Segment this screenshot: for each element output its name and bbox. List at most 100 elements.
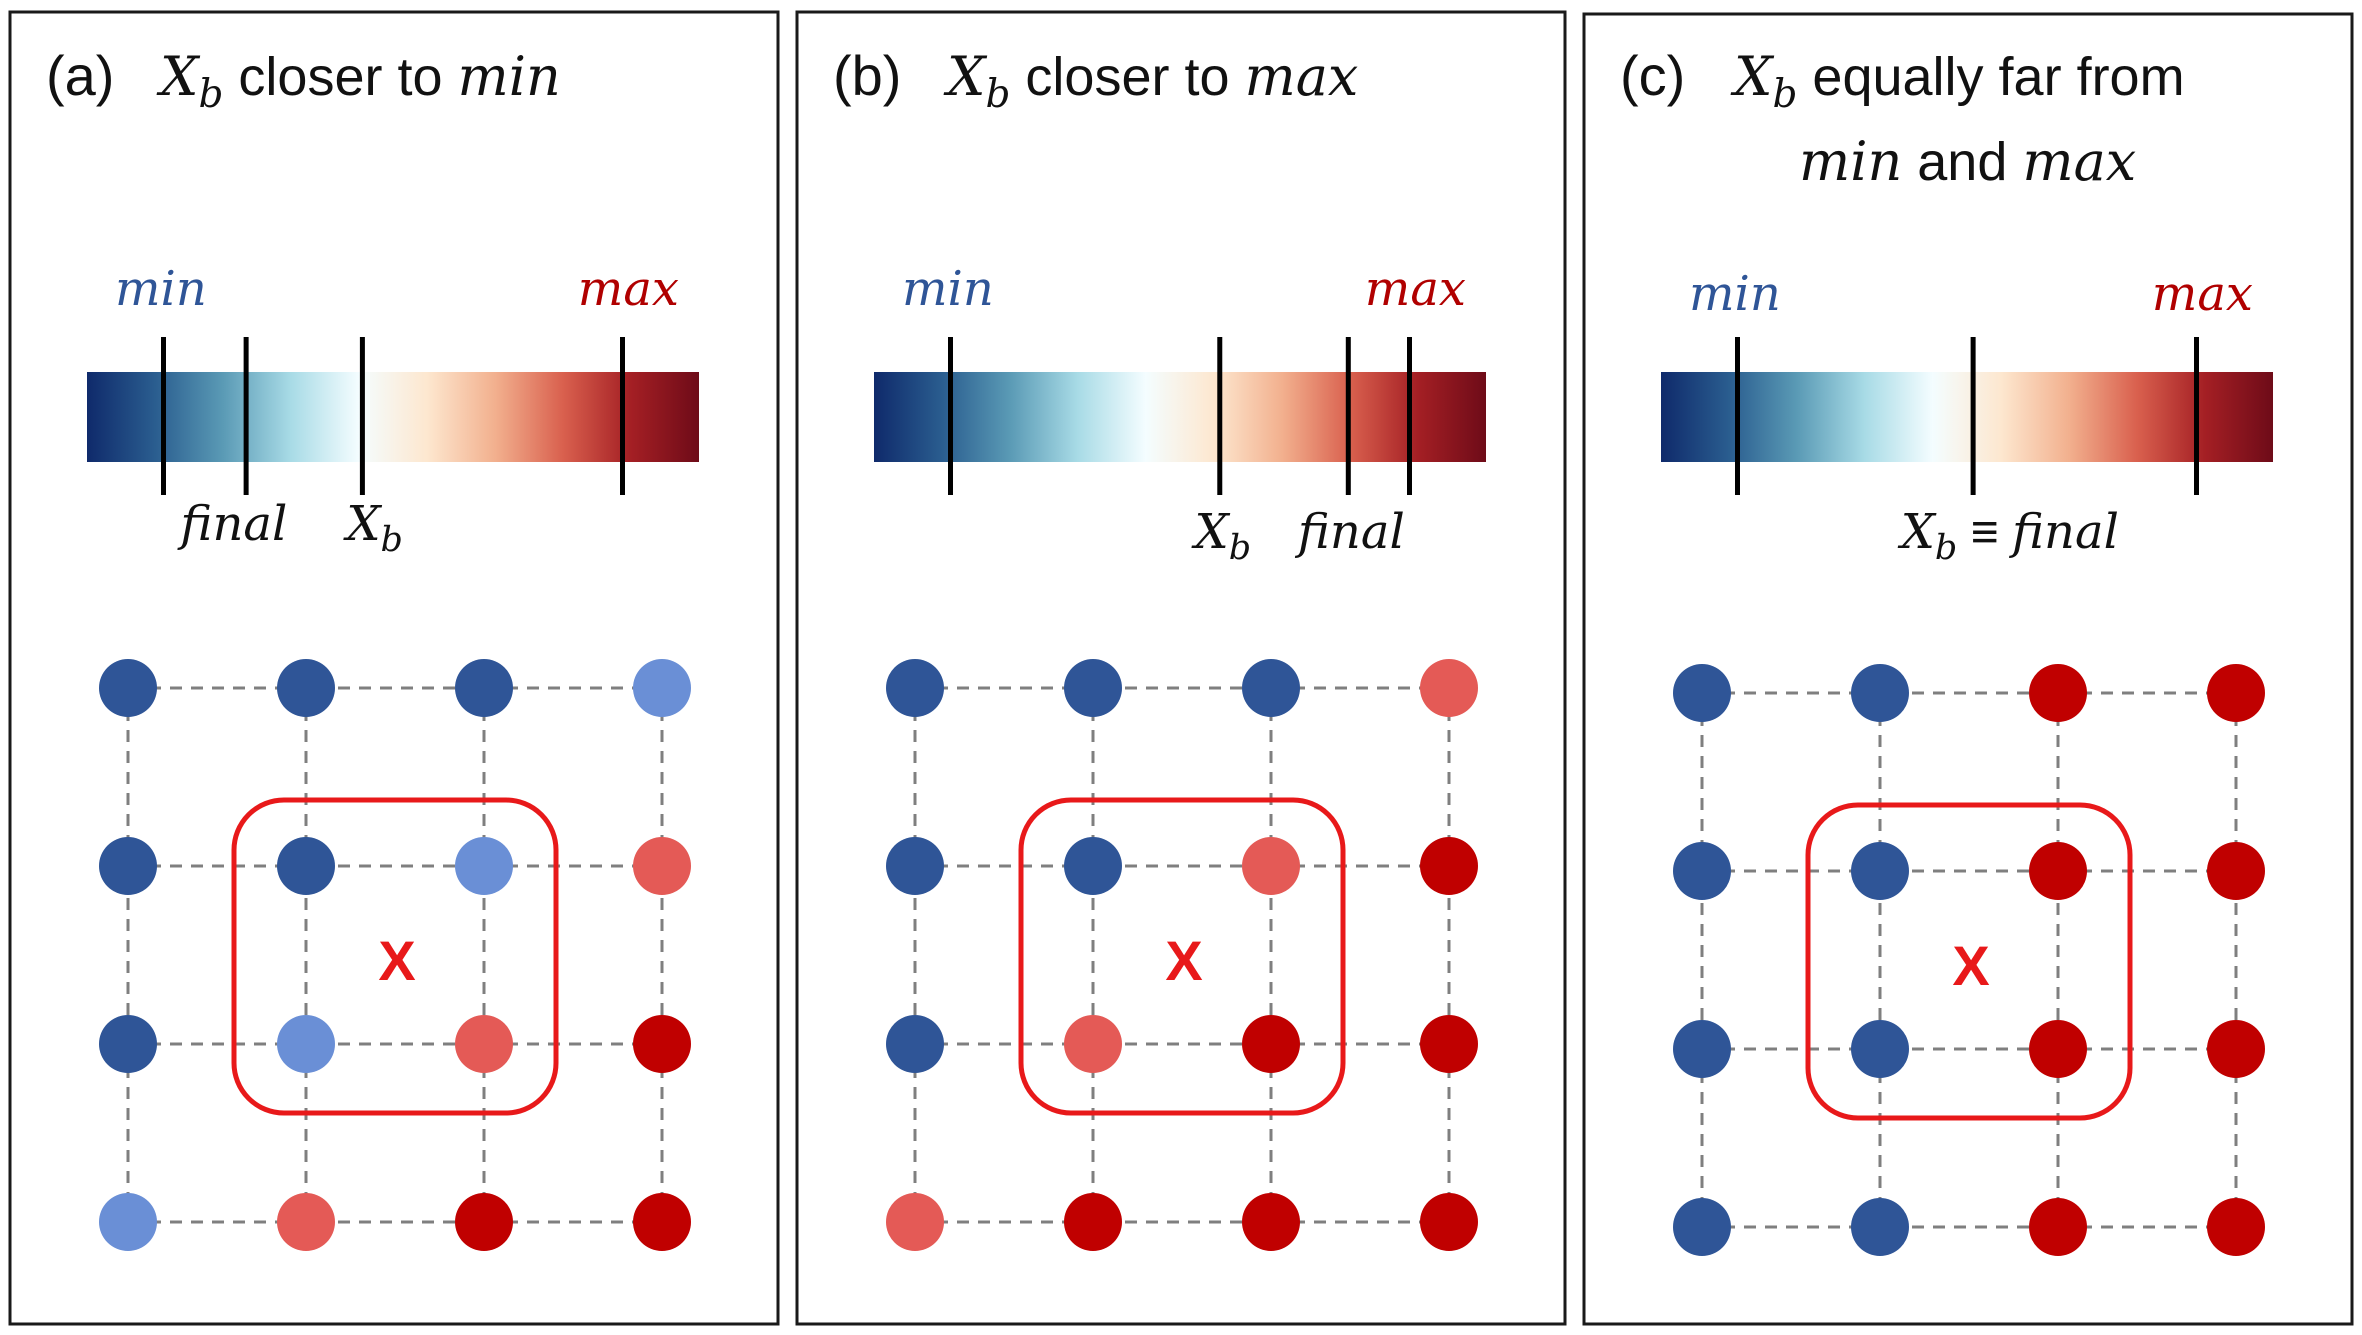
- grid-point-blue-dark: [1851, 664, 1909, 722]
- grid-point-blue-light: [277, 1015, 335, 1073]
- grid-point-blue-dark: [99, 837, 157, 895]
- panel-frame: [8, 10, 780, 1326]
- grid-point-blue-dark: [1851, 842, 1909, 900]
- math-subscript: b: [1229, 528, 1251, 568]
- tick-label: Xb ≡ final: [1897, 504, 2119, 568]
- tick-label: final: [177, 496, 287, 552]
- grid-point-red-dark: [2207, 1020, 2265, 1078]
- grid-point-red-light: [455, 1015, 513, 1073]
- grid-point-red-dark: [2029, 842, 2087, 900]
- max-label: max: [2152, 266, 2253, 322]
- grid-point-blue-dark: [1673, 1198, 1731, 1256]
- grid-point-red-dark: [633, 1015, 691, 1073]
- math-symbol: X: [1730, 45, 1775, 108]
- grid-point-red-dark: [2207, 664, 2265, 722]
- math-subscript: b: [985, 72, 1010, 117]
- grid-point-red-dark: [2029, 664, 2087, 722]
- math-symbol: final: [2009, 504, 2119, 560]
- target-point-marker: X: [1165, 929, 1202, 992]
- selection-box: [231, 797, 559, 1116]
- grid-point-red-dark: [2029, 1020, 2087, 1078]
- point-grid: [886, 659, 1478, 1251]
- math-symbol: min: [458, 45, 561, 108]
- panel-frame: [795, 10, 1567, 1326]
- grid-point-blue-light: [99, 1193, 157, 1251]
- target-point-marker: X: [1952, 934, 1989, 997]
- panel-frame: [1582, 12, 2354, 1326]
- math-subscript: b: [381, 520, 403, 560]
- math-symbol: final: [177, 496, 287, 552]
- grid-point-blue-dark: [277, 837, 335, 895]
- grid-point-red-light: [277, 1193, 335, 1251]
- grid-point-red-light: [633, 837, 691, 895]
- grid-point-blue-dark: [886, 837, 944, 895]
- grid-point-red-dark: [1420, 837, 1478, 895]
- panel-title: Xb closer to min: [156, 45, 561, 117]
- math-symbol: final: [1295, 504, 1405, 560]
- math-symbol: max: [2022, 130, 2136, 193]
- math-symbol: X: [1897, 504, 1937, 560]
- text-run: closer to: [1010, 47, 1244, 107]
- point-grid: [1673, 664, 2265, 1256]
- grid-point-blue-dark: [1242, 659, 1300, 717]
- math-symbol: X: [342, 496, 382, 552]
- math-subscript: b: [1772, 72, 1797, 117]
- grid-point-blue-dark: [1673, 1020, 1731, 1078]
- min-label: min: [902, 261, 994, 317]
- colorbar: [87, 372, 699, 462]
- max-label: max: [1365, 261, 1466, 317]
- math-symbol: X: [943, 45, 988, 108]
- grid-point-blue-dark: [1673, 842, 1731, 900]
- grid-point-blue-dark: [1064, 659, 1122, 717]
- colorbar: [874, 372, 1486, 462]
- tick-label: Xb: [1191, 504, 1252, 568]
- grid-point-blue-dark: [99, 659, 157, 717]
- grid-point-red-light: [886, 1193, 944, 1251]
- target-point-marker: X: [378, 929, 415, 992]
- grid-point-red-dark: [1064, 1193, 1122, 1251]
- text-run: ≡: [1957, 506, 2012, 559]
- grid-point-blue-dark: [99, 1015, 157, 1073]
- grid-point-red-dark: [1242, 1193, 1300, 1251]
- grid-point-red-light: [1064, 1015, 1122, 1073]
- math-symbol: X: [156, 45, 201, 108]
- grid-point-red-dark: [455, 1193, 513, 1251]
- grid-point-blue-dark: [886, 659, 944, 717]
- grid-point-blue-dark: [455, 659, 513, 717]
- grid-point-blue-dark: [1851, 1020, 1909, 1078]
- panel-label: (b): [833, 44, 901, 107]
- tick-label: Xb: [342, 496, 403, 560]
- grid-point-blue-light: [633, 659, 691, 717]
- text-run: equally far from: [1797, 47, 2184, 107]
- point-grid: [99, 659, 691, 1251]
- tick-label: final: [1295, 504, 1405, 560]
- grid-point-blue-dark: [277, 659, 335, 717]
- panel-label: (c): [1620, 44, 1685, 107]
- grid-point-blue-dark: [886, 1015, 944, 1073]
- grid-point-red-dark: [1242, 1015, 1300, 1073]
- grid-point-blue-dark: [1064, 837, 1122, 895]
- panel-title: Xb closer to max: [943, 45, 1358, 117]
- grid-point-red-dark: [633, 1193, 691, 1251]
- selection-box: [1018, 797, 1346, 1116]
- grid-point-blue-dark: [1673, 664, 1731, 722]
- colorbar: [1661, 372, 2273, 462]
- math-symbol: min: [1799, 130, 1902, 193]
- min-label: min: [115, 261, 207, 317]
- grid-point-blue-light: [455, 837, 513, 895]
- math-symbol: X: [1191, 504, 1231, 560]
- text-run: closer to: [223, 47, 457, 107]
- min-label: min: [1689, 266, 1781, 322]
- selection-box: [1805, 802, 2133, 1121]
- grid-point-red-dark: [1420, 1015, 1478, 1073]
- panel-label: (a): [46, 44, 114, 107]
- grid-point-red-dark: [2207, 842, 2265, 900]
- grid-point-red-light: [1242, 837, 1300, 895]
- max-label: max: [578, 261, 679, 317]
- panel-title-line2: min and max: [1799, 130, 2136, 193]
- grid-point-blue-dark: [1851, 1198, 1909, 1256]
- math-symbol: max: [1245, 45, 1359, 108]
